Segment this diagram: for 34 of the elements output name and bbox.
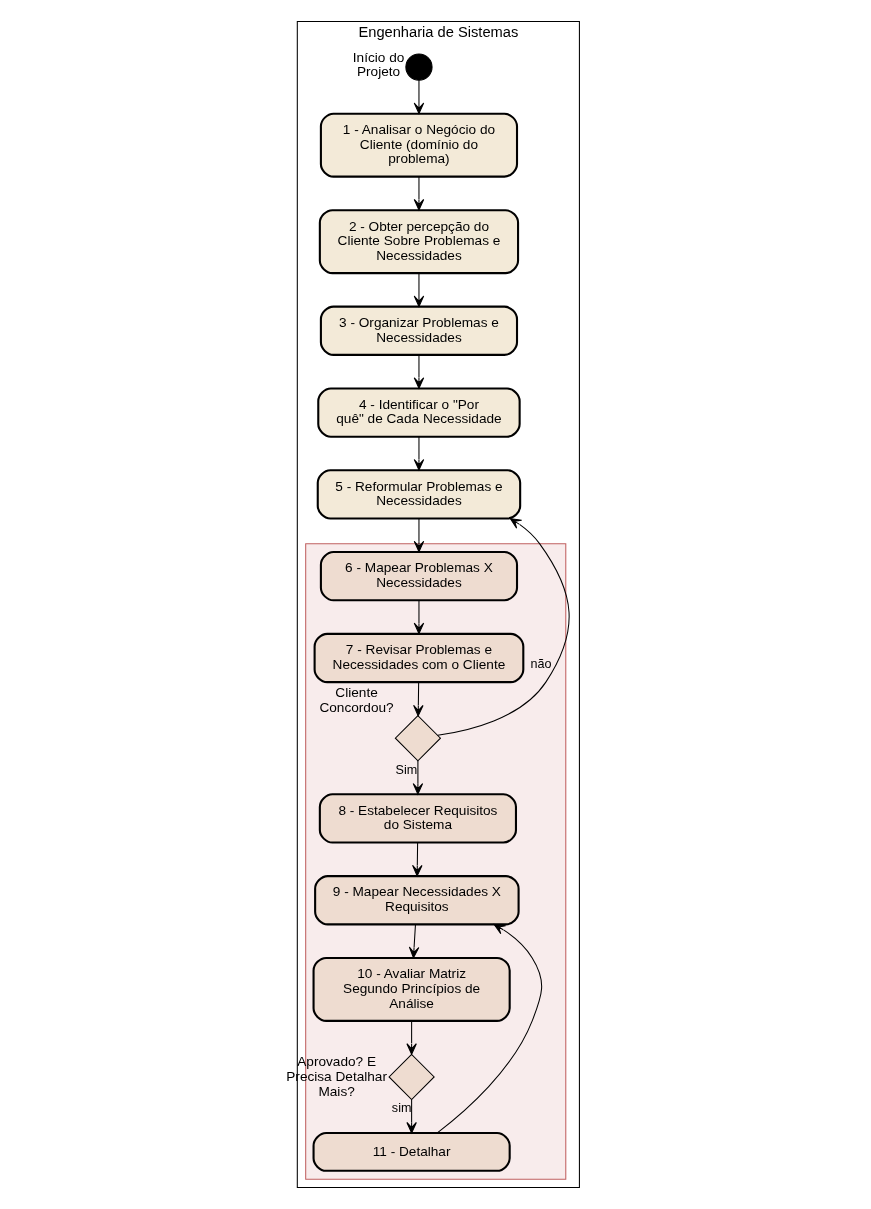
arrow: [413, 272, 424, 308]
arrow: [405, 1099, 417, 1134]
node-box: 10 - Avaliar Matriz Segundo Princípios de Análise: [312, 956, 511, 1022]
node-box: 5 - Reformular Problemas e Necessidades: [316, 469, 521, 520]
node-box: 4 - Identificar o "Por quê" de Cada Necessidade: [316, 387, 521, 438]
node-box: 8 - Estabelecer Requisitos do Sistema: [318, 793, 517, 844]
arrow: [413, 354, 424, 389]
edge-label: sim: [391, 1101, 411, 1116]
arrow: [408, 924, 419, 959]
arrow: [413, 79, 424, 115]
arrow: [413, 600, 424, 635]
node-box: 11 - Detalhar: [312, 1132, 511, 1172]
arrow: [413, 176, 424, 211]
arrow: [405, 1020, 417, 1055]
arrow: [412, 760, 423, 795]
node-box: 9 - Mapear Necessidades X Requisitos: [313, 875, 520, 926]
arrow: [413, 436, 424, 471]
node-diamond: [394, 714, 441, 762]
node-label: Cliente Concordou?: [318, 685, 394, 715]
node-circle: [404, 53, 433, 81]
edge-label: não: [530, 657, 552, 672]
arrow: [413, 518, 424, 553]
arrow: [436, 518, 570, 736]
node-diamond: [387, 1053, 435, 1101]
arrow: [436, 923, 542, 1134]
node-box: 2 - Obter percepção do Cliente Sobre Problemas e Necessidades: [318, 209, 519, 275]
arrow: [412, 681, 424, 717]
node-box: 7 - Revisar Problemas e Necessidades com o Cliente: [313, 632, 524, 684]
node-label: Início do Projeto: [352, 49, 404, 80]
node-box: 6 - Mapear Problemas X Necessidades: [319, 551, 518, 602]
node-box: 3 - Organizar Problemas e Necessidades: [319, 305, 518, 356]
arrow: [411, 842, 423, 877]
node-box: 1 - Analisar o Negócio do Cliente (domínio do problema): [319, 112, 518, 178]
edge-label: Sim: [395, 762, 417, 777]
